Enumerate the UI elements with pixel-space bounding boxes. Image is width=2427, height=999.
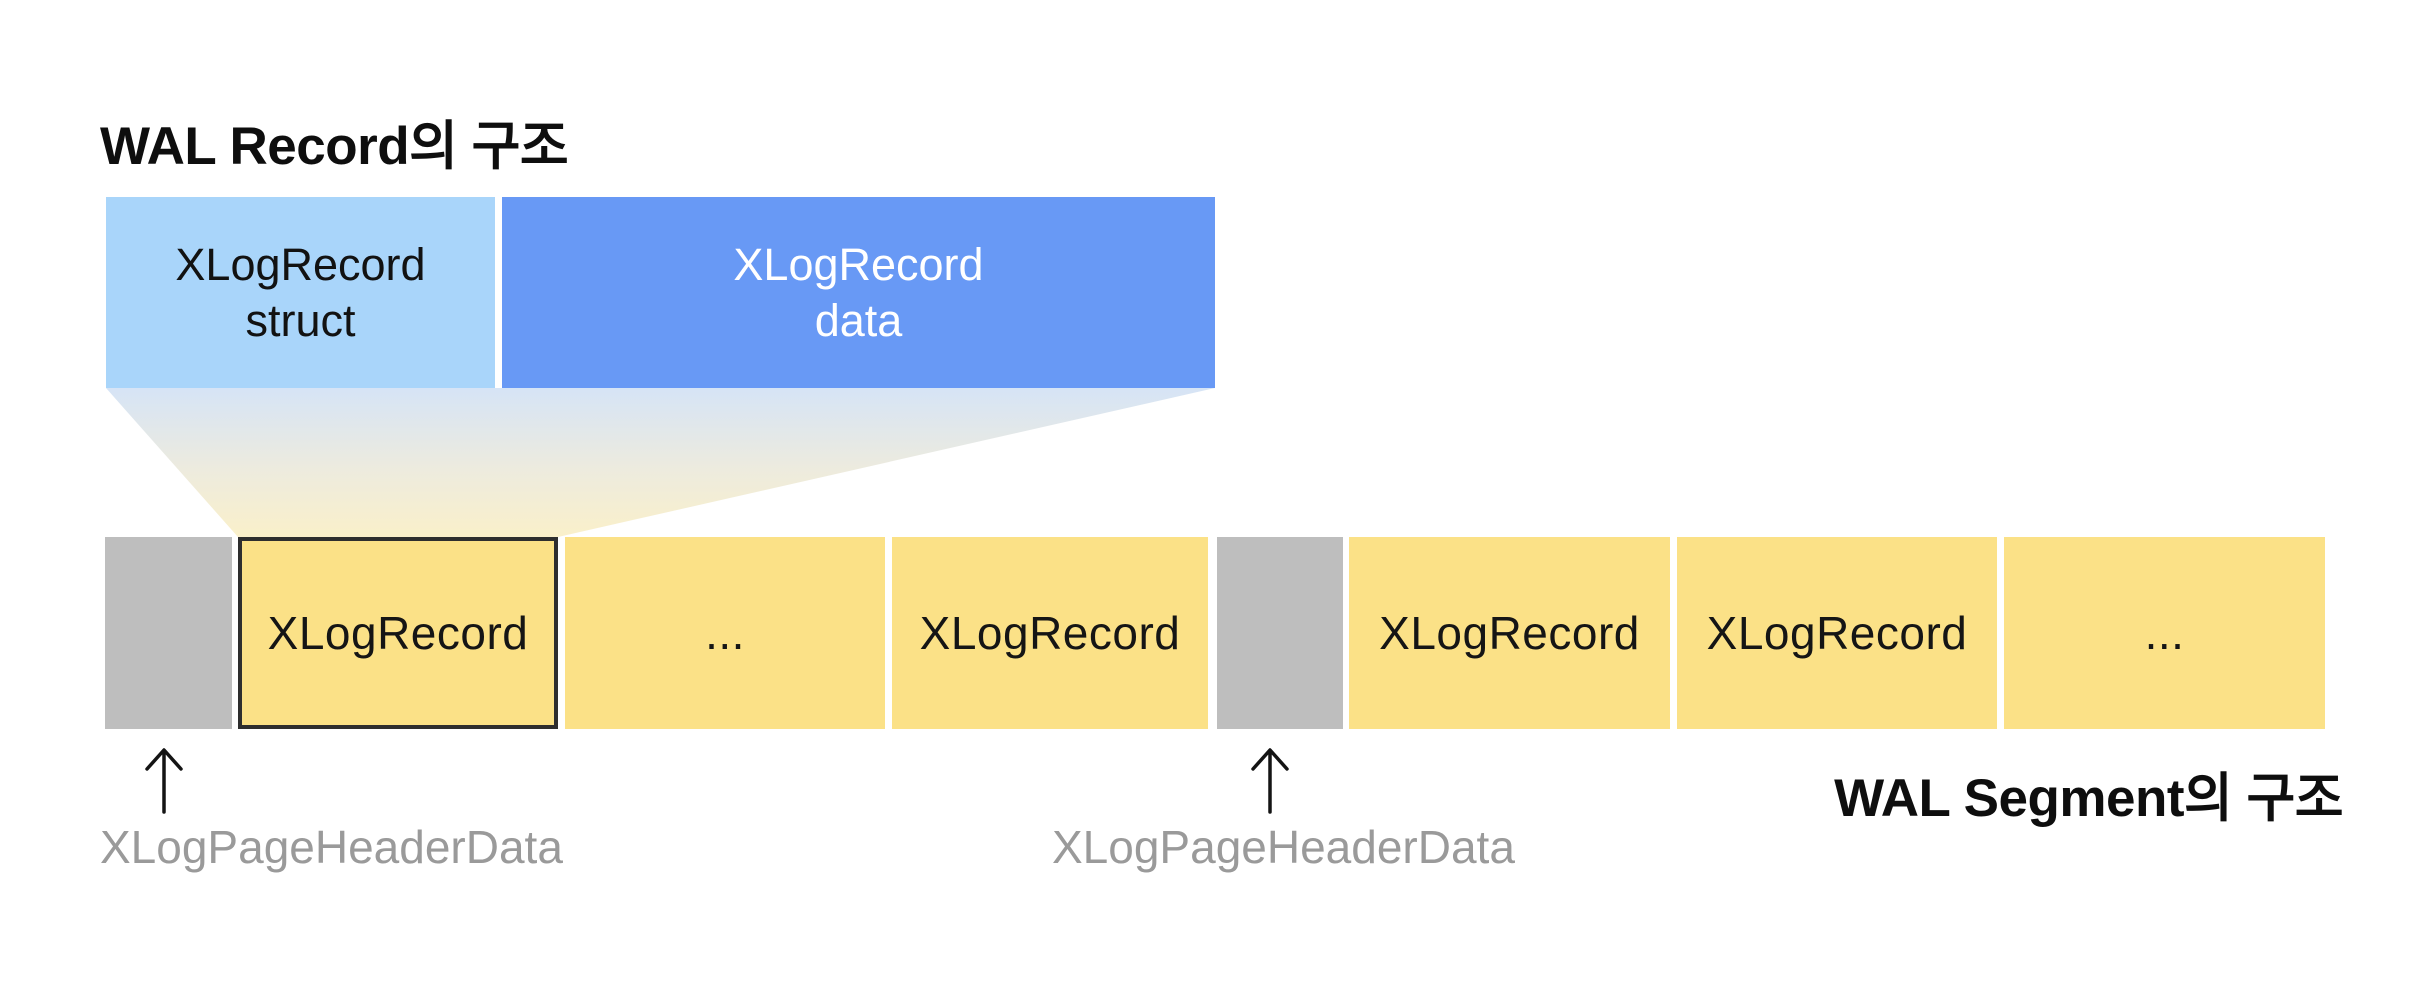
segment-cell-xlogrecord-4: XLogRecord	[1677, 537, 1997, 729]
data-box-label-line2: data	[814, 294, 903, 346]
struct-box-label-line2: struct	[245, 294, 356, 346]
up-arrow-icon	[145, 748, 183, 814]
segment-cell-page-header-1	[105, 537, 232, 729]
wal-segment-title: WAL Segment의 구조	[1834, 769, 2343, 828]
up-arrow-icon	[1251, 748, 1289, 814]
segment-cell-xlogrecord-2: XLogRecord	[892, 537, 1208, 729]
xlogrecord-data-box: XLogRecord data	[502, 197, 1215, 388]
segment-cell-xlogrecord-highlighted: XLogRecord	[238, 537, 558, 729]
data-box-label-line1: XLogRecord	[733, 238, 984, 290]
zoom-funnel-shape	[106, 388, 1215, 537]
segment-cell-page-header-2	[1217, 537, 1343, 729]
xlogrecord-struct-box: XLogRecord struct	[106, 197, 495, 388]
segment-cell-ellipsis-2: ...	[2004, 537, 2325, 729]
page-header-annotation-2: XLogPageHeaderData	[1052, 821, 1515, 873]
wal-record-title: WAL Record의 구조	[100, 117, 569, 176]
segment-cell-xlogrecord-3: XLogRecord	[1349, 537, 1670, 729]
page-header-annotation-1: XLogPageHeaderData	[100, 821, 563, 873]
segment-cell-ellipsis-1: ...	[565, 537, 885, 729]
struct-box-label-line1: XLogRecord	[175, 238, 426, 290]
